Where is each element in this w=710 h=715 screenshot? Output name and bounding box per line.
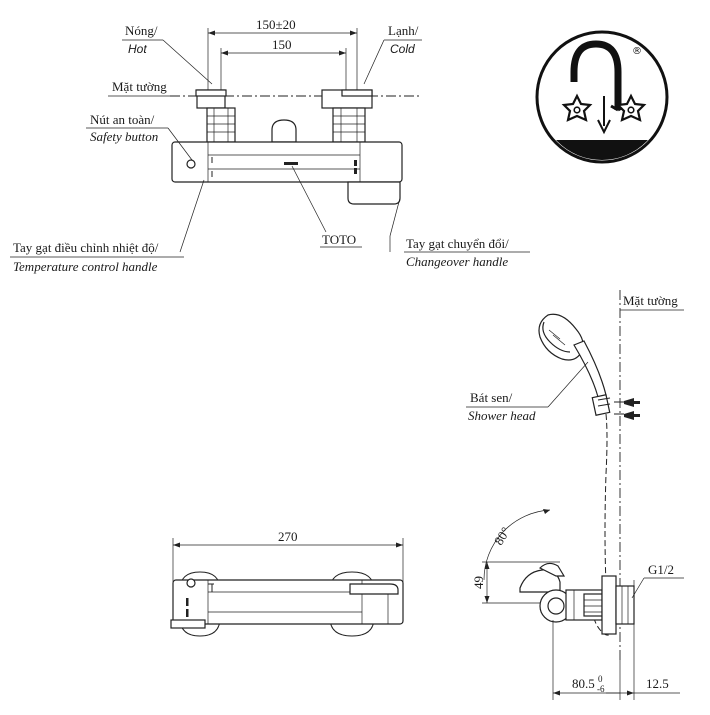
brand-toto: TOTO bbox=[322, 232, 356, 247]
side-view: Mặt tường Bát sen/ Shower head bbox=[466, 290, 684, 700]
dim-80-5-tol-lower: -6 bbox=[597, 684, 605, 694]
temp-label-vi: Tay gạt điều chỉnh nhiệt độ/ bbox=[13, 240, 159, 255]
hot-label-vi: Nóng/ bbox=[125, 23, 158, 38]
thread-g12: G1/2 bbox=[648, 562, 674, 577]
shower-mixer-logo: ® bbox=[535, 30, 669, 164]
safety-button bbox=[186, 159, 196, 169]
shower-label-vi: Bát sen/ bbox=[470, 390, 513, 405]
safety-label-vi: Nút an toàn/ bbox=[90, 112, 155, 127]
mixer-body-side bbox=[519, 562, 635, 635]
changeover-label-en: Changeover handle bbox=[406, 254, 508, 269]
wall-label-top: Mặt tường bbox=[112, 79, 167, 94]
hot-label-en: Hot bbox=[128, 42, 147, 56]
temp-label-en: Temperature control handle bbox=[13, 259, 158, 274]
wall-label-side: Mặt tường bbox=[623, 293, 678, 308]
dim-150: 150 bbox=[272, 37, 292, 52]
hot-knob-icon bbox=[561, 93, 593, 122]
hot-inlet-nut bbox=[206, 107, 236, 143]
dim-150-20: 150±20 bbox=[256, 17, 296, 32]
changeover-handle-top bbox=[347, 181, 401, 205]
top-view: 150±20 150 Nóng/ Hot Lạnh/ Cold Mặt tườn… bbox=[10, 17, 530, 274]
registered-mark: ® bbox=[632, 46, 642, 57]
cold-inlet-nut bbox=[332, 107, 366, 143]
safety-label-en: Safety button bbox=[90, 129, 158, 144]
shower-label-en: Shower head bbox=[468, 408, 536, 423]
dim-49: 49 bbox=[471, 576, 486, 589]
dim-12-5: 12.5 bbox=[646, 676, 669, 691]
shower-head bbox=[538, 313, 611, 416]
cold-knob-icon bbox=[615, 93, 647, 122]
dim-80-5: 80.5 bbox=[572, 676, 595, 691]
changeover-label-vi: Tay gạt chuyển đổi/ bbox=[406, 236, 509, 251]
cold-label-vi: Lạnh/ bbox=[388, 23, 419, 38]
mixer-body-front bbox=[172, 579, 404, 625]
front-view: 270 bbox=[170, 529, 404, 637]
angle-80: 80° bbox=[491, 524, 513, 547]
dim-80-5-tol-upper: 0 bbox=[598, 674, 603, 684]
cold-label-en: Cold bbox=[390, 42, 415, 56]
dim-270: 270 bbox=[278, 529, 298, 544]
